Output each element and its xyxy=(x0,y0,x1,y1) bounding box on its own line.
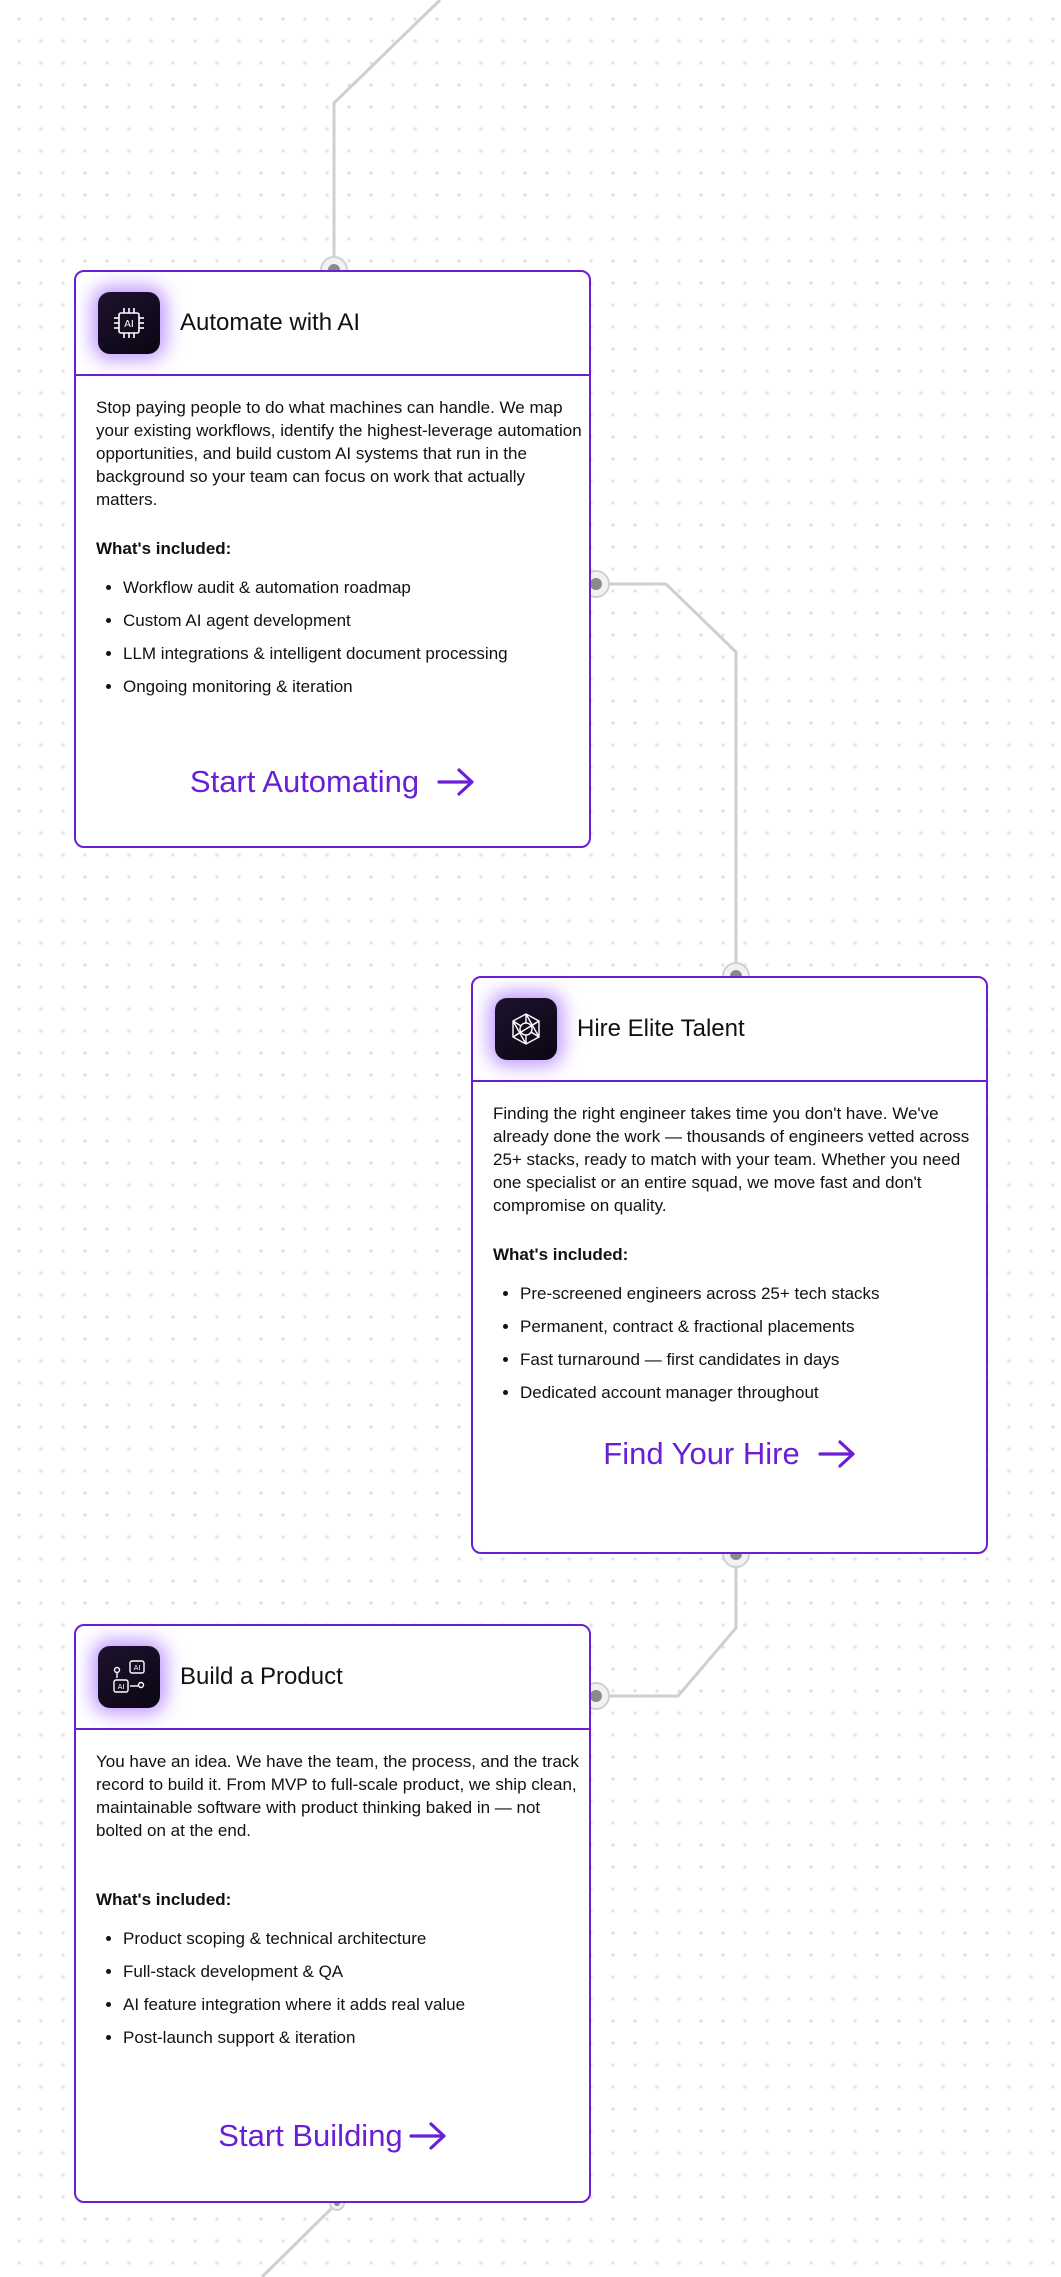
list-item: Workflow audit & automation roadmap xyxy=(123,571,589,604)
included-heading: What's included: xyxy=(96,1890,232,1909)
service-card-automate: AI Automate with AI Stop paying people t… xyxy=(74,270,591,848)
card-title: Hire Elite Talent xyxy=(577,1015,745,1042)
card-description: Stop paying people to do what machines c… xyxy=(96,398,582,509)
list-item: AI feature integration where it adds rea… xyxy=(123,1988,589,2021)
card-description: You have an idea. We have the team, the … xyxy=(96,1752,579,1840)
cta-label: Start Building xyxy=(218,2118,403,2153)
card-body: Finding the right engineer takes time yo… xyxy=(473,1082,986,1409)
card-header: AI AI Build a Product xyxy=(76,1626,589,1730)
svg-text:AI: AI xyxy=(124,319,134,330)
list-item: Fast turnaround — first candidates in da… xyxy=(520,1343,986,1376)
service-card-hire: Hire Elite Talent Finding the right engi… xyxy=(471,976,988,1554)
card-body: You have an idea. We have the team, the … xyxy=(76,1730,589,2054)
list-item: LLM integrations & intelligent document … xyxy=(123,637,589,670)
card-body: Stop paying people to do what machines c… xyxy=(76,376,589,703)
list-item: Permanent, contract & fractional placeme… xyxy=(520,1310,986,1343)
included-list: Workflow audit & automation roadmap Cust… xyxy=(96,571,589,703)
list-item: Custom AI agent development xyxy=(123,604,589,637)
ai-product-icon: AI AI xyxy=(98,1646,160,1708)
list-item: Ongoing monitoring & iteration xyxy=(123,670,589,703)
included-heading: What's included: xyxy=(96,539,232,558)
card-title: Build a Product xyxy=(180,1663,343,1690)
included-heading: What's included: xyxy=(493,1245,629,1264)
arrow-right-icon xyxy=(409,2122,446,2150)
included-list: Pre-screened engineers across 25+ tech s… xyxy=(493,1277,986,1409)
cta-label: Find Your Hire xyxy=(603,1436,800,1471)
network-icon xyxy=(495,998,557,1060)
card-header: Hire Elite Talent xyxy=(473,978,986,1082)
list-item: Product scoping & technical architecture xyxy=(123,1922,589,1955)
svg-text:AI: AI xyxy=(134,1664,141,1672)
svg-text:AI: AI xyxy=(118,1683,125,1691)
card-description: Finding the right engineer takes time yo… xyxy=(493,1104,970,1215)
start-building-button[interactable]: Start Building xyxy=(76,2118,589,2154)
cta-label: Start Automating xyxy=(189,764,420,799)
ai-chip-icon: AI xyxy=(98,292,160,354)
card-header: AI Automate with AI xyxy=(76,272,589,376)
included-list: Product scoping & technical architecture… xyxy=(96,1922,589,2054)
list-item: Pre-screened engineers across 25+ tech s… xyxy=(520,1277,986,1310)
list-item: Full-stack development & QA xyxy=(123,1955,589,1988)
find-your-hire-button[interactable]: Find Your Hire xyxy=(473,1436,986,1472)
list-item: Post-launch support & iteration xyxy=(123,2021,589,2054)
service-card-build: AI AI Build a Product You have an idea. … xyxy=(74,1624,591,2203)
card-title: Automate with AI xyxy=(180,309,361,336)
start-automating-button[interactable]: Start Automating xyxy=(76,764,589,800)
arrow-right-icon xyxy=(437,768,474,796)
arrow-right-icon xyxy=(818,1440,855,1468)
list-item: Dedicated account manager throughout xyxy=(520,1376,986,1409)
